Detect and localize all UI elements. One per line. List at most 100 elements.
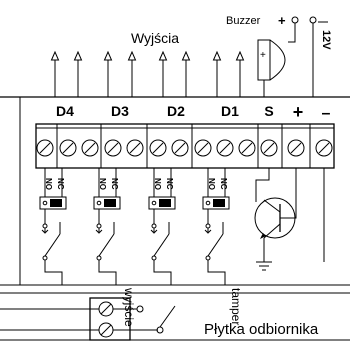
buzzer-plus-terminal (291, 16, 299, 24)
wire-label-left: wyjście (122, 287, 136, 327)
arrow-up-icon (158, 50, 168, 61)
screw-slot (318, 142, 330, 154)
switch-contact (44, 233, 61, 257)
buzzer-label: Buzzer (226, 15, 261, 27)
screw-slot (62, 142, 74, 154)
label-d3: D3 (111, 103, 129, 119)
output-labels: D4 D3 D2 D1 S + – (56, 102, 331, 122)
contact-point (151, 255, 157, 261)
terminal-block (35, 123, 335, 169)
screw-slot (107, 142, 119, 154)
label-d4: D4 (56, 103, 74, 119)
relay-no-label: NO (98, 178, 107, 190)
screw-slot (129, 142, 141, 154)
jumper-pin (96, 200, 102, 206)
arrow-up-icon (127, 50, 137, 61)
arrow-up-icon (181, 50, 191, 61)
arrow-up-icon (235, 50, 245, 61)
contact-point (42, 223, 48, 229)
label-plus: + (293, 102, 304, 122)
switch-contact (98, 233, 115, 257)
relay-wire (98, 260, 117, 285)
screw-slot (84, 142, 96, 154)
jumper-block (202, 196, 230, 210)
buzzer-plus-sign: + (278, 13, 286, 28)
label-s: S (264, 103, 273, 119)
screw-icon (194, 139, 212, 157)
supply-12v: 12V (309, 16, 332, 97)
terminal-screws (36, 124, 333, 168)
screw-icon (149, 139, 167, 157)
screw-slot (174, 142, 186, 154)
ground-icon (256, 261, 272, 271)
buzzer: Buzzer + + (226, 13, 299, 97)
outputs-title: Wyjścia (131, 30, 179, 46)
screw-icon (238, 139, 256, 157)
contact-point (151, 223, 157, 229)
contact-point (96, 255, 102, 261)
relay-wire (44, 260, 63, 285)
screw-slot (290, 142, 302, 154)
screw-icon (171, 139, 189, 157)
screw-icon (126, 139, 144, 157)
jumper-pin (151, 200, 157, 206)
supply-label: 12V (320, 30, 332, 50)
screw-slot (241, 142, 253, 154)
relay-no-label: NO (153, 178, 162, 190)
arrow-up-icon (73, 50, 83, 61)
screw-slot (197, 142, 209, 154)
relay-no-label: NO (44, 178, 53, 190)
jumper-block (39, 196, 67, 210)
contact-point (205, 255, 211, 261)
screw-icon (315, 139, 333, 157)
relay-wire (153, 260, 172, 285)
jumper-pin (42, 200, 48, 206)
buzzer-horn (269, 39, 286, 81)
screw-icon (59, 139, 77, 157)
jumper-cap (159, 199, 171, 207)
screw-slot (263, 142, 275, 154)
arrow-up-icon (50, 50, 60, 61)
relay-nc-label: NC (110, 178, 119, 190)
screw-icon (81, 139, 99, 157)
arrow-up-icon (212, 50, 222, 61)
arrow-down-icon (41, 228, 49, 234)
receiver-label: Płytka odbiornika (204, 321, 319, 338)
wire-label-right: tamper (229, 288, 243, 325)
screw-icon (287, 139, 305, 157)
arrow-down-icon (150, 228, 158, 234)
screw-slot (219, 142, 231, 154)
screw-icon (104, 139, 122, 157)
switch-contact (153, 233, 170, 257)
jumper-cap (104, 199, 116, 207)
jumper-pin (205, 200, 211, 206)
relay-nc-label: NC (219, 178, 228, 190)
screw-icon (216, 139, 234, 157)
screw-slot (152, 142, 164, 154)
label-d1: D1 (221, 103, 239, 119)
arrow-up-icon (103, 50, 113, 61)
output-arrows (50, 50, 245, 97)
label-d2: D2 (167, 103, 185, 119)
jumper-cap (213, 199, 225, 207)
arrow-down-icon (95, 228, 103, 234)
arrow-down-icon (204, 228, 212, 234)
screw-icon (36, 139, 54, 157)
contact-point (42, 255, 48, 261)
relay-nc-label: NC (165, 178, 174, 190)
label-minus: – (322, 105, 331, 122)
contact-point (205, 223, 211, 229)
jumper-block (148, 196, 176, 210)
contact-point (96, 223, 102, 229)
svg-text:+: + (260, 50, 266, 61)
screw-slot (39, 142, 51, 154)
receiver-board: wyjście tamper Płytka odbiornika (0, 287, 350, 341)
screw-icon (260, 139, 278, 157)
switch-contact (207, 233, 224, 257)
